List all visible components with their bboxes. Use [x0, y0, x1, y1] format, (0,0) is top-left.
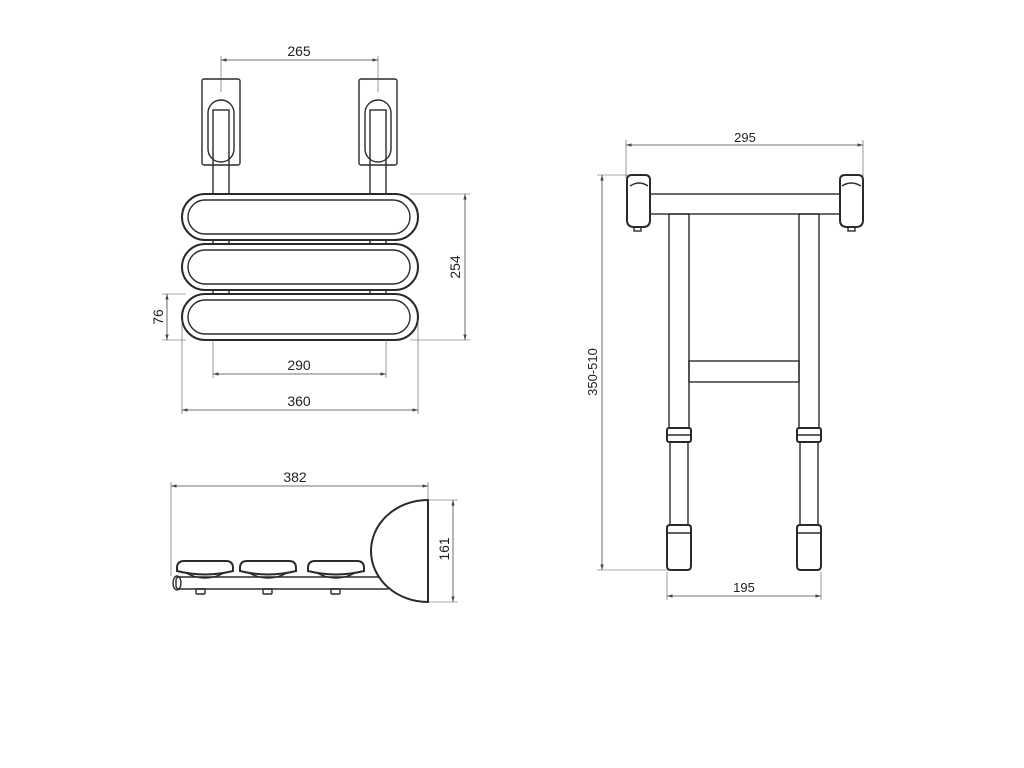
- seat-slat-2: [181, 243, 419, 291]
- dimension-195: 195: [666, 572, 822, 600]
- dimension-161: 161: [428, 499, 458, 603]
- wall-bracket-left: [201, 78, 241, 197]
- dimension-label-254: 254: [447, 255, 463, 279]
- side-slat-2: [239, 560, 297, 579]
- front-view: 295 350-510 195: [585, 130, 864, 600]
- dimension-label-295: 295: [734, 130, 756, 145]
- dimension-295: 295: [625, 130, 864, 178]
- dimension-350-510: 350-510: [585, 174, 668, 571]
- dimension-label-195: 195: [733, 580, 755, 595]
- dimension-label-382: 382: [283, 469, 307, 485]
- end-cap-left: [626, 174, 651, 228]
- dimension-265: 265: [220, 43, 379, 92]
- top-view: 265 254 76 290 360: [150, 43, 470, 414]
- dimension-382: 382: [170, 469, 429, 576]
- wall-plate: [370, 498, 429, 604]
- wall-bracket-right: [358, 78, 398, 197]
- seat-slat-1: [181, 193, 419, 241]
- dimension-76: 76: [150, 293, 186, 341]
- seat-slat-3: [181, 293, 419, 341]
- dimension-254: 254: [410, 193, 470, 341]
- side-slat-1: [176, 560, 234, 579]
- side-view: 382 161: [170, 469, 458, 604]
- end-cap-right: [839, 174, 864, 228]
- dimension-290: 290: [212, 340, 387, 378]
- dimension-label-350-510: 350-510: [585, 348, 600, 396]
- side-slat-3: [307, 560, 365, 579]
- dimension-label-76: 76: [150, 309, 166, 325]
- leg-left: [666, 213, 692, 571]
- dimension-360: 360: [181, 320, 419, 414]
- dimension-label-161: 161: [436, 537, 452, 561]
- dimension-label-360: 360: [287, 393, 311, 409]
- dimension-label-290: 290: [287, 357, 311, 373]
- leg-right: [796, 213, 822, 571]
- dimension-label-265: 265: [287, 43, 311, 59]
